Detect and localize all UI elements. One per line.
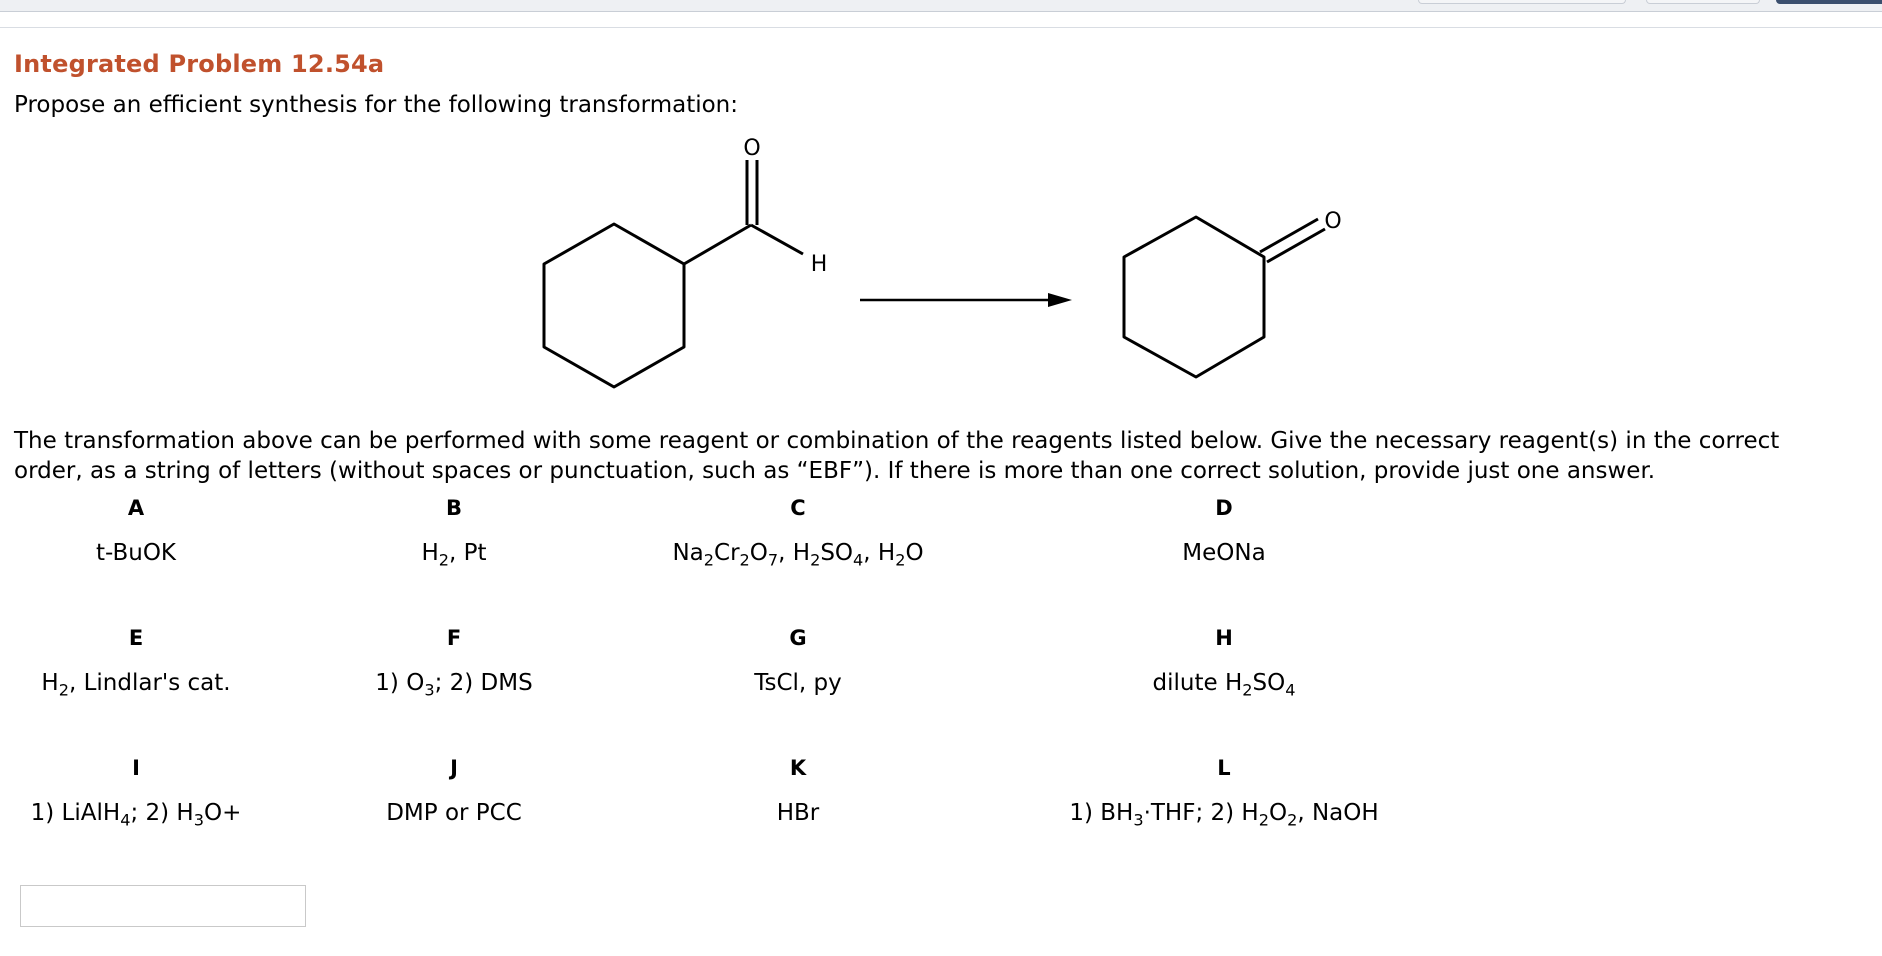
reactant-oxygen-label: O <box>743 136 760 161</box>
formula-text: O <box>905 540 924 566</box>
reagent-formula: 1) O3; 2) DMS <box>254 670 654 700</box>
reagent-formula: dilute H2SO4 <box>1024 670 1424 700</box>
reagent-letter: C <box>790 496 806 520</box>
reagent-formula: t-BuOK <box>0 540 336 566</box>
formula-text: MeONa <box>1182 540 1266 566</box>
formula-text: , NaOH <box>1297 800 1379 826</box>
reagent-formula: TsCl, py <box>598 670 998 696</box>
formula-subscript: 2 <box>810 550 821 570</box>
reagent-option-f: F 1) O3; 2) DMS <box>254 626 654 700</box>
reagent-letter: A <box>127 496 145 520</box>
formula-text: , Pt <box>449 540 487 566</box>
formula-text: HBr <box>776 800 820 826</box>
formula-text: TsCl, py <box>754 670 842 696</box>
browser-top-bar <box>0 0 1882 12</box>
reactant-structure <box>542 160 804 389</box>
reagent-option-i: I 1) LiAlH4; 2) H3O+ <box>0 756 336 830</box>
reagent-formula: Na2Cr2O7, H2SO4, H2O <box>598 540 998 570</box>
reagent-letter: B <box>445 496 462 520</box>
formula-text: ; 2) H <box>130 800 194 826</box>
formula-text: SO <box>820 540 854 566</box>
divider <box>0 27 1882 28</box>
problem-title: Integrated Problem 12.54a <box>14 50 385 78</box>
formula-subscript: 2 <box>58 680 69 700</box>
formula-subscript: 4 <box>853 550 864 570</box>
reaction-scheme: O H O <box>542 136 1342 389</box>
formula-text: t-BuOK <box>95 540 177 566</box>
reagent-formula: HBr <box>598 800 998 826</box>
reagent-option-k: K HBr <box>598 756 998 826</box>
formula-text: O <box>749 540 768 566</box>
formula-text: SO <box>1252 670 1286 696</box>
formula-text: , H <box>863 540 896 566</box>
answer-input[interactable] <box>20 885 306 927</box>
formula-subscript: 2 <box>1242 680 1253 700</box>
formula-text: 1) BH <box>1069 800 1134 826</box>
formula-text: ·THF; 2) H <box>1143 800 1259 826</box>
reagent-formula: 1) BH3·THF; 2) H2O2, NaOH <box>1024 800 1424 830</box>
formula-text: O <box>1268 800 1288 826</box>
formula-text: dilute H <box>1152 670 1243 696</box>
reagent-letter: I <box>132 756 140 780</box>
formula-subscript: 3 <box>1133 810 1144 830</box>
problem-prompt: Propose an efficient synthesis for the f… <box>14 92 739 118</box>
product-oxygen-label: O <box>1324 209 1341 234</box>
reagent-option-e: E H2, Lindlar's cat. <box>0 626 336 700</box>
formula-subscript: 2 <box>739 550 750 570</box>
reagent-formula: MeONa <box>1024 540 1424 566</box>
reactant-hydrogen-label: H <box>811 252 828 277</box>
instructions-line-2: order, as a string of letters (without s… <box>14 458 1656 484</box>
formula-subscript: 7 <box>767 550 779 570</box>
formula-text: H <box>421 540 439 566</box>
formula-subscript: 2 <box>703 550 715 570</box>
formula-subscript: 2 <box>895 550 906 570</box>
instructions-text: The transformation above can be performe… <box>14 426 1874 486</box>
reagent-letter: H <box>1215 626 1233 650</box>
formula-text: , H <box>778 540 811 566</box>
reagent-formula: DMP or PCC <box>254 800 654 826</box>
reagent-option-d: D MeONa <box>1024 496 1424 566</box>
reagent-letter: G <box>789 626 807 650</box>
reagent-letter: J <box>450 756 458 780</box>
formula-subscript: 4 <box>1285 680 1296 700</box>
formula-text: , Lindlar's cat. <box>68 670 231 696</box>
reagent-letter: K <box>789 756 807 780</box>
reagent-formula: H2, Pt <box>254 540 654 570</box>
formula-subscript: 3 <box>193 810 204 830</box>
formula-subscript: 3 <box>424 680 435 700</box>
formula-subscript: 4 <box>120 810 131 830</box>
instructions-line-1: The transformation above can be performe… <box>14 428 1780 454</box>
reagent-letter: D <box>1215 496 1233 520</box>
reagent-letter: F <box>446 626 462 650</box>
formula-text: DMP or PCC <box>386 800 522 826</box>
reagent-letter: E <box>128 626 144 650</box>
reagent-option-j: J DMP or PCC <box>254 756 654 826</box>
formula-text: H <box>41 670 59 696</box>
top-bar-active-tab[interactable] <box>1776 0 1882 4</box>
product-structure <box>1122 215 1326 379</box>
formula-subscript: 2 <box>1287 810 1298 830</box>
formula-text: 1) O <box>375 670 425 696</box>
formula-text: Cr <box>714 540 740 566</box>
formula-text: ; 2) DMS <box>434 670 533 696</box>
top-bar-tab[interactable] <box>1646 0 1760 4</box>
formula-subscript: 2 <box>438 550 450 570</box>
formula-text: O+ <box>203 800 242 826</box>
reagent-formula: H2, Lindlar's cat. <box>0 670 336 700</box>
reagent-formula: 1) LiAlH4; 2) H3O+ <box>0 800 336 830</box>
top-bar-tab[interactable] <box>1418 0 1626 4</box>
reaction-arrow <box>860 293 1072 307</box>
reagent-option-g: G TsCl, py <box>598 626 998 696</box>
reagent-letter: L <box>1217 756 1231 780</box>
formula-subscript: 2 <box>1258 810 1269 830</box>
formula-text: 1) LiAlH <box>30 800 121 826</box>
formula-text: Na <box>672 540 704 566</box>
